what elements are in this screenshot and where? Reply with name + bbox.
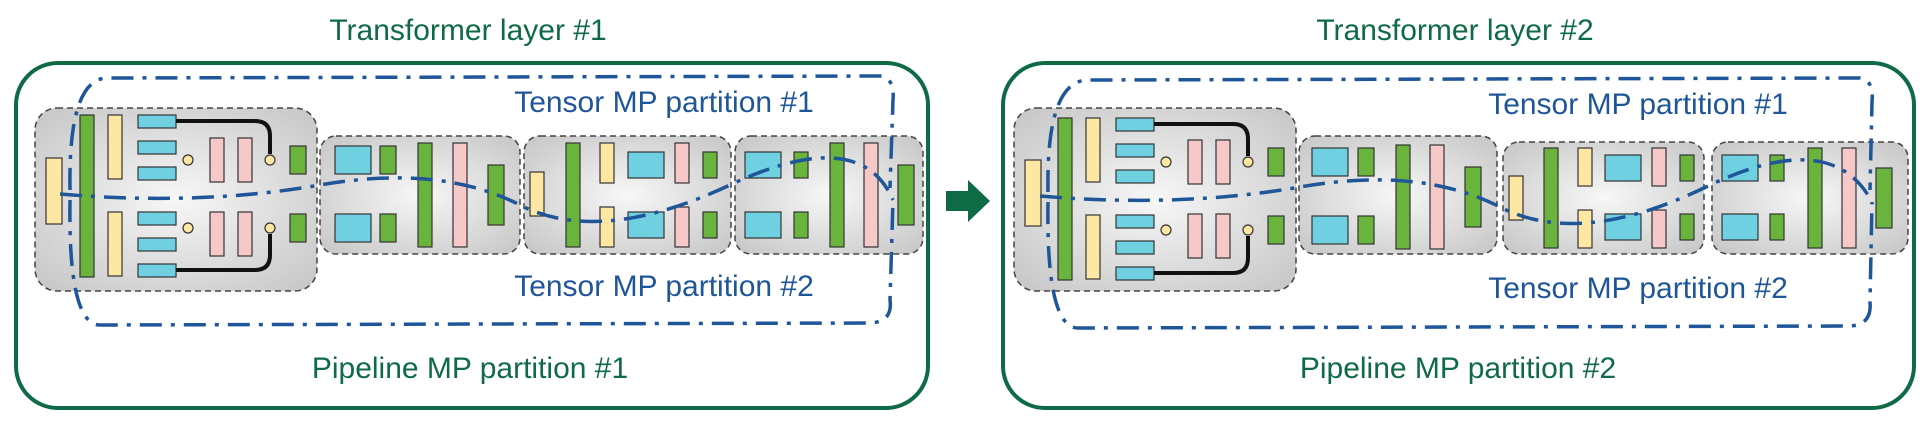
tensor-partition-divider	[1039, 158, 1874, 226]
tensor-partition-1-outline	[1046, 76, 1874, 193]
layer-title: Transformer layer #2	[1316, 14, 1593, 47]
attention-group	[1013, 107, 1297, 292]
tensor-partition-1-label: Tensor MP partition #1	[1488, 88, 1788, 121]
transformer-layer-1: Transformer layer #1	[14, 14, 930, 410]
right-arrow-icon	[946, 180, 990, 222]
transformer-layer-2: Transformer layer #2	[1001, 14, 1916, 410]
pipeline-partition-label: Pipeline MP partition #1	[312, 352, 628, 385]
pipeline-partition-label: Pipeline MP partition #2	[1300, 352, 1616, 385]
tensor-partition-2-outline	[1046, 201, 1874, 330]
attention-group-small	[1502, 141, 1705, 255]
blocks-mlp	[1311, 144, 1482, 250]
tensor-partition-2-outline	[68, 199, 895, 327]
blocks-attention	[1024, 117, 1285, 281]
pipeline-partition-frame	[1001, 61, 1916, 410]
pipeline-partition-frame	[14, 61, 930, 410]
blocks-attention	[45, 114, 307, 278]
blocks-mlp	[334, 142, 505, 248]
tensor-partition-2-label: Tensor MP partition #2	[1488, 272, 1788, 305]
tensor-partition-1-label: Tensor MP partition #1	[514, 86, 814, 119]
tensor-partition-2-label: Tensor MP partition #2	[514, 270, 814, 303]
tensor-partition-1-outline	[68, 74, 895, 191]
tensor-partition-divider	[59, 156, 895, 224]
layer-title: Transformer layer #1	[329, 14, 606, 47]
